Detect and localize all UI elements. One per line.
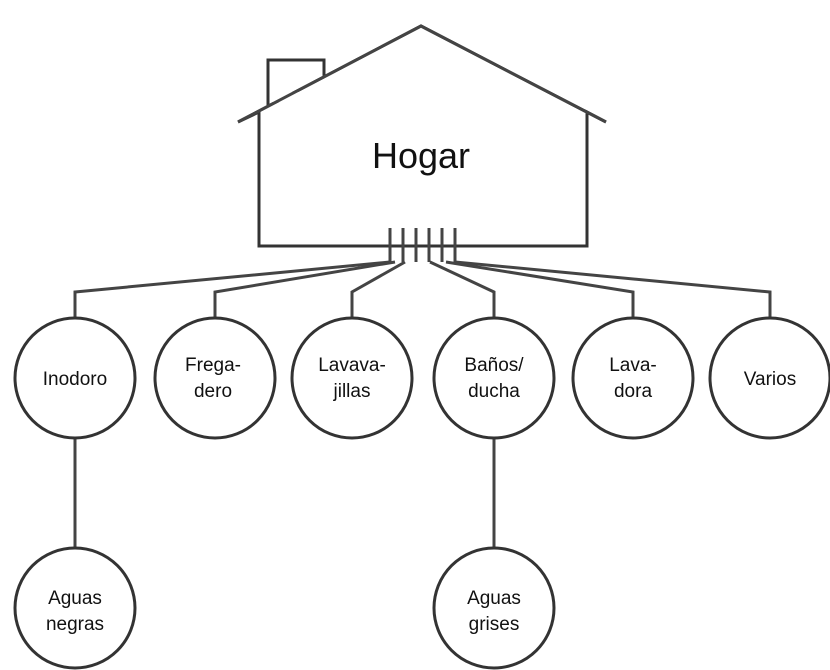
node-label: Inodoro	[43, 369, 107, 390]
connector-lavadora	[445, 260, 635, 318]
connector-varios	[454, 260, 772, 318]
node-varios: Varios	[708, 316, 830, 440]
node-circle	[290, 316, 414, 440]
node-circle	[153, 316, 277, 440]
node-label: Lavava-	[318, 355, 386, 376]
node-label: jillas	[333, 381, 371, 402]
node-label: Baños/	[464, 355, 524, 376]
node-circle	[571, 316, 695, 440]
node-circle	[432, 316, 556, 440]
node-label: grises	[469, 614, 520, 635]
node-banos-ducha: Baños/ ducha	[432, 316, 556, 440]
house: Hogar	[237, 24, 607, 248]
node-label: negras	[46, 614, 104, 635]
connectors	[73, 260, 772, 548]
node-label: Varios	[744, 369, 796, 390]
pipe-bundle	[388, 228, 457, 262]
node-label: Frega-	[185, 355, 241, 376]
node-label: dero	[194, 381, 232, 402]
node-circle	[708, 316, 830, 440]
node-fregadero: Frega- dero	[153, 316, 277, 440]
node-label: ducha	[468, 381, 520, 402]
connector-lavavajillas	[350, 260, 406, 318]
node-aguas-negras: Aguas negras	[13, 546, 137, 670]
node-label: Aguas	[48, 588, 102, 609]
node-label: dora	[614, 381, 652, 402]
connector-fregadero	[213, 260, 396, 318]
node-circle	[432, 546, 556, 670]
node-lavavajillas: Lavava- jillas	[290, 316, 414, 440]
node-circle	[13, 546, 137, 670]
node-label: Aguas	[467, 588, 521, 609]
connector-inodoro	[73, 260, 391, 318]
node-aguas-grises: Aguas grises	[432, 546, 556, 670]
node-inodoro: Inodoro	[13, 316, 137, 440]
connector-banos-ducha	[429, 260, 496, 318]
roof-line	[237, 24, 607, 124]
house-label: Hogar	[372, 135, 470, 176]
node-circle	[13, 316, 137, 440]
node-label: Lava-	[609, 355, 657, 376]
node-lavadora: Lava- dora	[571, 316, 695, 440]
